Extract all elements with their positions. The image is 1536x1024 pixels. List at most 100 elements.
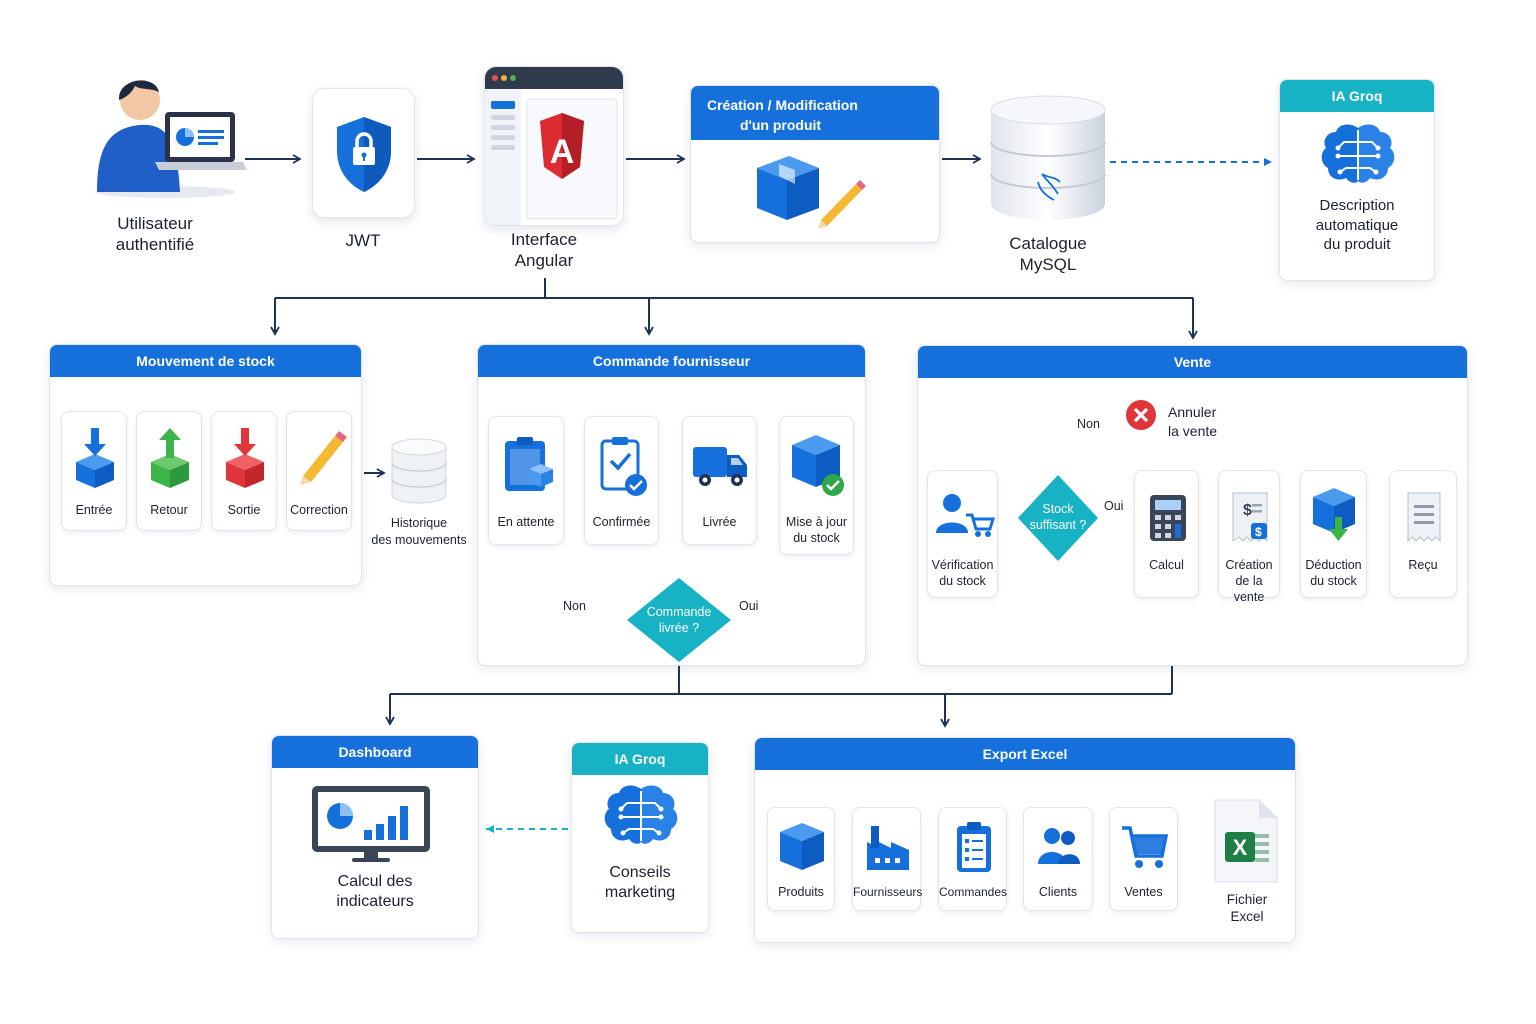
database-icon [391, 438, 447, 504]
shopping-cart-icon [1122, 826, 1169, 868]
commande-step-confirmee: Confirmée [584, 416, 659, 545]
user-laptop-icon [95, 80, 247, 198]
commande-label-attente: En attente [497, 515, 555, 529]
history-database [390, 438, 448, 506]
vente-step-recu: Reçu [1389, 470, 1457, 598]
vente-step-calcul: Calcul [1134, 470, 1199, 598]
pencil-icon [300, 431, 347, 485]
commande-label-confirmee: Confirmée [592, 515, 651, 529]
stock-label-sortie: Sortie [227, 503, 261, 517]
box-pencil-icon [757, 156, 866, 229]
users-icon [1038, 828, 1080, 864]
user-cart-icon [936, 494, 996, 537]
stock-header: Mouvement de stock [50, 345, 361, 377]
angular-icon: A [485, 67, 623, 225]
export-item-produits: Produits [767, 807, 835, 911]
commande-yes-label: Oui [739, 599, 759, 613]
box-arrow-in-icon [76, 428, 114, 488]
commande-no-label: Non [563, 599, 586, 613]
export-item-clients: Clients [1023, 807, 1093, 911]
factory-icon [867, 826, 909, 870]
svg-text:$: $ [1255, 525, 1262, 539]
receipt-icon [1407, 492, 1441, 543]
vente-decision-diamond [1018, 475, 1098, 561]
catalogue-database [988, 94, 1108, 226]
dashboard-header: Dashboard [272, 736, 478, 768]
excel-file-icon: X [1214, 799, 1278, 883]
brain-circuit-icon [1321, 124, 1395, 183]
vente-label-recu: Reçu [1408, 558, 1438, 572]
creation-header: Création / Modification d'un produit [691, 86, 939, 140]
vente-no-label: Non [1077, 417, 1100, 431]
ia-description-header: IA Groq [1280, 80, 1434, 112]
database-icon [990, 95, 1106, 220]
export-header: Export Excel [755, 738, 1295, 770]
clipboard-check-icon [600, 437, 647, 496]
stock-label-retour: Retour [150, 503, 188, 517]
export-item-ventes: Ventes [1109, 807, 1178, 911]
vente-header: Vente [918, 346, 1467, 378]
vente-label-calcul: Calcul [1149, 558, 1184, 572]
stock-label-correction: Correction [290, 503, 348, 517]
stock-card-correction: Correction [286, 411, 352, 531]
ia-marketing-header: IA Groq [572, 743, 708, 775]
export-label-clients: Clients [1038, 885, 1078, 899]
box-icon [780, 823, 824, 870]
export-label-produits: Produits [778, 885, 824, 899]
truck-icon [693, 447, 747, 486]
commande-decision-diamond [627, 578, 731, 662]
export-item-fournisseurs: Fournisseurs [852, 807, 923, 911]
receipt-dollar-icon: $ $ [1232, 492, 1268, 543]
box-arrow-up-icon [151, 428, 189, 488]
commande-label-livree: Livrée [702, 515, 737, 529]
svg-text:$: $ [1243, 502, 1252, 519]
svg-text:A: A [550, 133, 575, 171]
stock-card-retour: Retour [136, 411, 202, 531]
svg-text:X: X [1233, 835, 1248, 860]
export-label-ventes: Ventes [1124, 885, 1163, 899]
calculator-icon [1150, 495, 1186, 541]
export-item-commandes: Commandes [938, 807, 1007, 911]
stock-card-entree: Entrée [61, 411, 127, 531]
commande-header: Commande fournisseur [478, 345, 865, 377]
export-label-commandes: Commandes [939, 885, 1008, 899]
jwt-tile [312, 88, 415, 218]
shield-lock-icon [337, 117, 391, 192]
commande-step-attente: En attente [488, 416, 564, 545]
cancel-x-icon [1126, 400, 1156, 430]
clipboard-box-icon [505, 437, 553, 491]
stock-card-sortie: Sortie [211, 411, 277, 531]
jwt-label: JWT [345, 231, 381, 250]
commande-step-livree: Livrée [682, 416, 757, 545]
export-label-fournisseurs: Fournisseurs [853, 885, 923, 899]
angular-window: A [484, 66, 624, 226]
clipboard-list-icon [957, 822, 991, 872]
monitor-chart-icon [312, 786, 430, 862]
branch-lines [274, 278, 1194, 337]
user-illustration [85, 70, 250, 200]
vente-yes-label: Oui [1104, 499, 1124, 513]
box-check-icon [792, 435, 844, 496]
brain-circuit-icon [604, 785, 678, 844]
